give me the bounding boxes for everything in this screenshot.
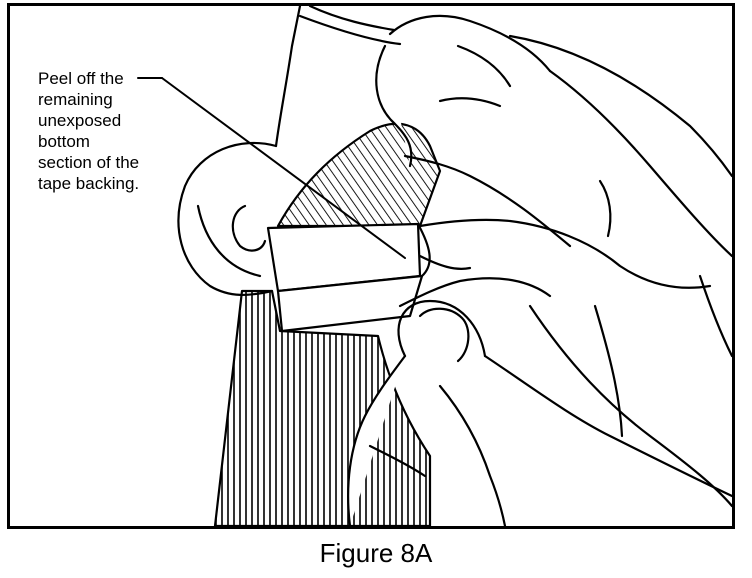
- sock-cuff: [274, 6, 402, 148]
- diagonal-tape-area: [276, 122, 442, 228]
- callout-line: tape backing.: [38, 174, 140, 193]
- callout-leader-line: [161, 77, 406, 259]
- illustration-frame: Peel off the remaining unexposed bottom …: [7, 3, 735, 529]
- tape-strip: [266, 222, 431, 333]
- callout-line: remaining: [38, 90, 113, 109]
- striped-leg: [213, 289, 432, 526]
- heel-outline: [177, 141, 278, 297]
- line-art-illustration: [137, 6, 732, 526]
- figure-caption: Figure 8A: [319, 538, 433, 568]
- sleeve-outline: [508, 34, 732, 508]
- upper-hand: [375, 14, 732, 289]
- callout-line: section of the: [38, 153, 140, 172]
- callout-line: Peel off the: [38, 69, 124, 88]
- callout-text: Peel off the remaining unexposed bottom …: [38, 68, 198, 194]
- lower-hand: [347, 277, 732, 526]
- callout-line: bottom: [38, 132, 90, 151]
- callout-line: unexposed: [38, 111, 122, 130]
